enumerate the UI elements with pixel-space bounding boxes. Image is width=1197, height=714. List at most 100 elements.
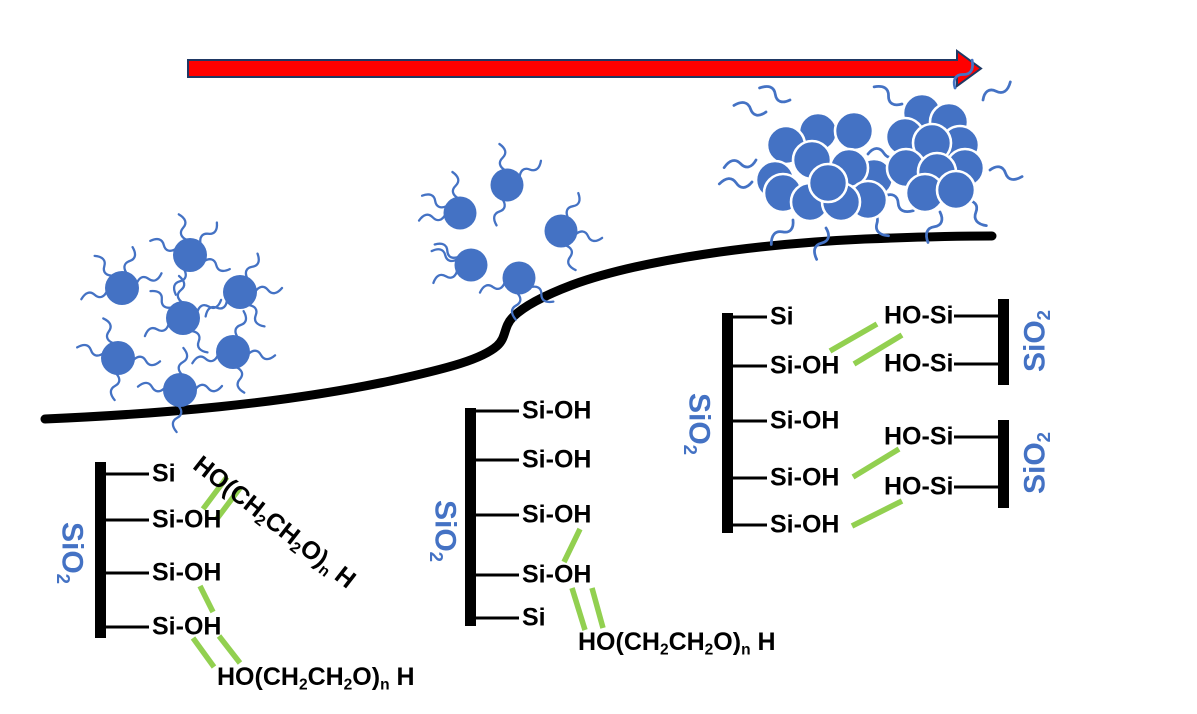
polymer-tail	[191, 353, 220, 365]
hydrogen-bond	[213, 486, 243, 522]
polymer-tail	[149, 289, 174, 309]
polymer-tail	[451, 170, 460, 200]
right-branch-label: Si-OH	[770, 351, 840, 380]
clustering-particle	[490, 168, 524, 202]
polymer-tail	[573, 230, 604, 243]
silica-surface-bar-right-top	[998, 299, 1009, 385]
polymer-tail	[135, 272, 163, 286]
polymer-tail	[528, 285, 555, 304]
right-branch-label: Si	[770, 302, 794, 331]
dispersed-particle	[101, 341, 135, 375]
hosi-branch-label: HO-Si	[884, 422, 954, 451]
sio2-label-right-top: SiO2	[1018, 309, 1054, 373]
sio2-label-left: SiO2	[53, 521, 89, 585]
hydrogen-bond	[569, 587, 588, 631]
polymer-tail	[123, 246, 137, 276]
clustering-particle	[544, 214, 578, 248]
polymer-tail	[80, 289, 109, 301]
hydrogen-bonds	[190, 321, 904, 669]
polymer-tail	[510, 291, 522, 321]
free-polymer-tail	[717, 177, 754, 189]
polymer-tail	[432, 268, 459, 285]
left-branch-label: Si	[152, 459, 176, 488]
polymer-tail	[246, 349, 277, 361]
dispersed-particle	[173, 238, 207, 272]
free-polymer-tail	[952, 58, 974, 90]
silica-surface-bar-middle	[465, 408, 476, 626]
hydrogen-bond	[850, 498, 904, 529]
polymer-tail	[109, 371, 121, 402]
polymer-tail	[234, 365, 246, 394]
free-polymer-tail	[758, 85, 792, 104]
dispersed-particle	[105, 271, 139, 305]
polymer-tail	[430, 248, 460, 263]
hydrogen-bond	[852, 332, 904, 367]
polymer-tail	[518, 159, 543, 179]
polymer-tail	[189, 329, 209, 354]
polymer-tail	[171, 403, 183, 434]
free-polymer-tail	[925, 210, 944, 244]
hydrogen-bond	[589, 587, 606, 629]
middle-branch-label: Si-OH	[522, 560, 592, 589]
free-polymer-tail	[872, 85, 904, 107]
polymer-tail	[565, 191, 581, 220]
left-branch-label: Si-OH	[152, 612, 222, 641]
polymer-tail	[193, 383, 224, 393]
polymer-tail	[202, 258, 231, 273]
free-polymer-tail	[988, 165, 1024, 181]
polymer-tail	[136, 381, 167, 393]
polymer-tail	[149, 237, 178, 252]
polymer-tail	[176, 274, 186, 305]
hydrogen-bond	[828, 321, 879, 354]
clustering-particle	[443, 196, 477, 230]
polymer-tail	[195, 298, 223, 315]
polymer-tail	[498, 142, 507, 172]
free-polymer-tail	[882, 193, 915, 213]
polymer-tail	[253, 285, 284, 295]
dispersed-particle	[166, 301, 200, 335]
polymer-tail	[177, 213, 189, 242]
hydrogen-bond	[197, 584, 216, 614]
dispersed-particle	[223, 275, 257, 309]
aggregated-particle	[833, 110, 875, 152]
hosi-branch-label: HO-Si	[884, 301, 954, 330]
polymer-tail	[131, 355, 162, 367]
polymer-tail	[563, 243, 577, 272]
sio2-label-middle: SiO2	[426, 499, 462, 563]
left-branch-label: Si-OH	[152, 558, 222, 587]
polymer-tail	[493, 197, 506, 227]
clustering-particle	[502, 261, 536, 295]
polymer-tail	[246, 303, 266, 328]
hydrogen-bond	[851, 446, 901, 480]
hosi-branch-label: HO-Si	[884, 472, 954, 501]
middle-branch-label: Si	[522, 603, 546, 632]
polymer-tail	[420, 193, 449, 209]
clustering-particle	[454, 248, 488, 282]
left-branch-label: Si-OH	[152, 505, 222, 534]
middle-branch-label: Si-OH	[522, 396, 592, 425]
branch-lines	[106, 314, 998, 629]
middle-branch-label: Si-OH	[522, 445, 592, 474]
polymer-tail	[177, 346, 189, 377]
hydrogen-bond	[200, 475, 230, 511]
aggregated-particle	[807, 162, 849, 204]
polymer-tail	[102, 317, 116, 345]
silica-surface-bar-right-bottom	[998, 420, 1009, 508]
polymer-tail	[199, 221, 219, 246]
free-polymer-tail	[769, 218, 795, 246]
free-polymer-tail	[722, 158, 758, 169]
silica-surface-bar-left	[95, 462, 106, 638]
polymer-tail	[244, 252, 260, 281]
middle-branch-label: Si-OH	[522, 500, 592, 529]
polymer-tail	[478, 280, 507, 294]
process-arrow	[187, 49, 983, 88]
hydrogen-bond	[190, 636, 217, 669]
polymer-tail	[234, 310, 248, 340]
polymer-tail	[93, 254, 115, 277]
hosi-branch-label: HO-Si	[884, 349, 954, 378]
right-branch-label: Si-OH	[770, 406, 840, 435]
